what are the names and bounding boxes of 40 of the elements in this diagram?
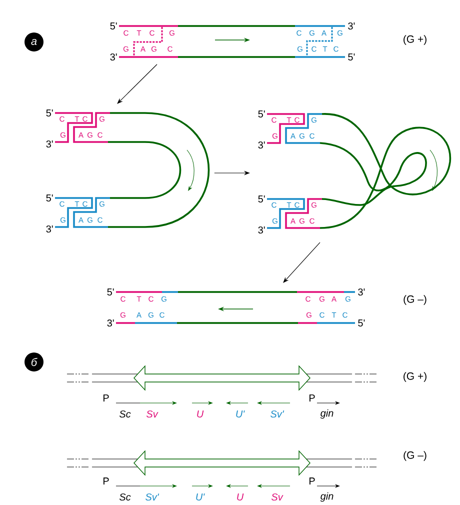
gene-label: gin: [320, 409, 334, 419]
gene-label: U': [236, 410, 245, 418]
arrow: [117, 64, 158, 104]
strand-end-label: 3': [46, 225, 53, 233]
strain-label: (G +): [404, 372, 426, 382]
gene-label: Sv: [271, 493, 284, 501]
promoter-label: P: [103, 394, 109, 402]
gene-label: U': [196, 494, 205, 500]
strand-end-label: 3': [258, 141, 265, 149]
gene-label: Sv: [146, 410, 158, 418]
gene-label: Sv': [146, 493, 160, 501]
panel-badge: б: [24, 352, 44, 372]
strand-end-label: 3': [107, 319, 114, 327]
arrow: [283, 242, 320, 283]
gene-label: Sv': [270, 410, 284, 418]
strand-end-label: 5': [258, 110, 265, 118]
strand-end-label: 5': [358, 320, 365, 326]
panel-badge: а: [24, 32, 44, 52]
strand-end-label: 3': [348, 22, 355, 30]
strand-end-label: 5': [107, 288, 114, 296]
strand-end-label: 5': [46, 194, 53, 202]
strain-label: (G –): [404, 451, 426, 461]
strand-end-label: 3': [110, 53, 117, 61]
promoter-label: P: [309, 394, 315, 402]
gene-label: Sc: [119, 410, 131, 418]
strand-end-label: 3': [46, 140, 53, 148]
gene-label: gin: [320, 492, 334, 502]
promoter-label: P: [103, 478, 109, 484]
strand-end-label: 5': [110, 22, 117, 30]
strand-end-label: 5': [348, 54, 355, 60]
strain-label: (G –): [404, 295, 426, 305]
strand-end-label: 3': [258, 226, 265, 234]
strain-label: (G +): [404, 35, 426, 45]
strand-end-label: 3': [358, 288, 365, 296]
gene-label: U: [197, 410, 204, 418]
gene-label: Sc: [119, 493, 131, 501]
gene-label: U: [237, 494, 244, 500]
strand-end-label: 5': [46, 110, 53, 116]
promoter-label: P: [309, 478, 315, 484]
strand-end-label: 5': [258, 196, 265, 202]
